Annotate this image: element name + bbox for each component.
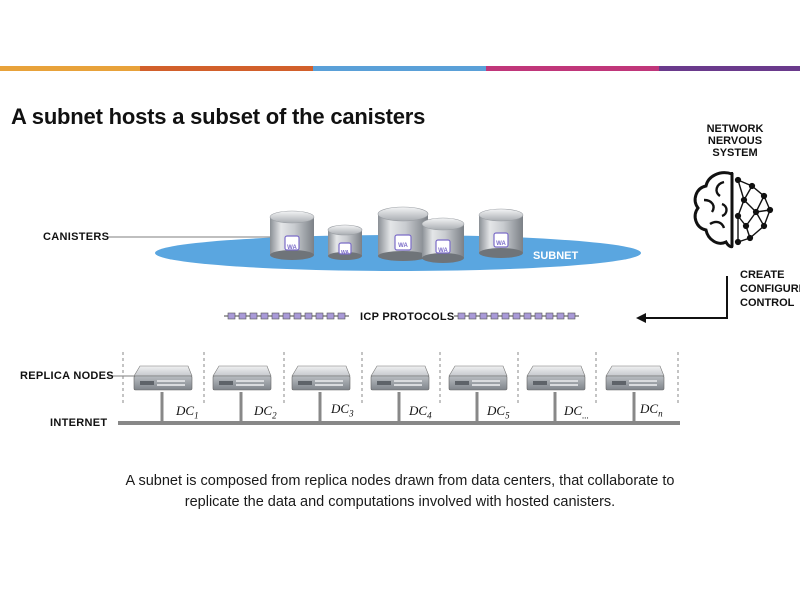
- protocol-box: [534, 312, 543, 320]
- protocol-box: [512, 312, 521, 320]
- dc-label: DCn: [640, 401, 663, 419]
- protocol-box: [523, 312, 532, 320]
- dc-sub: 2: [272, 410, 277, 421]
- nns-line: SYSTEM: [712, 147, 758, 159]
- server-icon: [370, 365, 430, 391]
- canister-badge: WA: [398, 243, 408, 249]
- dc-base: DC: [254, 403, 273, 418]
- canister-badge: WA: [496, 241, 506, 247]
- canister-badge: WA: [438, 248, 448, 254]
- canisters-label: CANISTERS: [43, 231, 110, 243]
- nns-actions: CREATE CONFIGURE CONTROL: [740, 268, 800, 310]
- dc-sub: 3: [349, 408, 354, 419]
- canister: [421, 217, 465, 263]
- protocol-box: [501, 312, 510, 320]
- dc-label: DC3: [331, 401, 354, 419]
- subnet-label: SUBNET: [533, 250, 579, 262]
- nns-action: CREATE: [740, 269, 785, 281]
- dc-base: DC: [331, 401, 350, 416]
- server-icon: [212, 365, 272, 391]
- node-stem: [239, 392, 243, 422]
- node-stem: [160, 392, 164, 422]
- replica-nodes: [133, 365, 665, 422]
- protocol-box: [545, 312, 554, 320]
- dc-label: DC...: [564, 403, 589, 421]
- protocol-box: [468, 312, 477, 320]
- internet-label: INTERNET: [50, 417, 108, 429]
- arrow-head: [636, 313, 646, 323]
- server-icon: [133, 365, 193, 391]
- dc-separators: [122, 352, 679, 406]
- icp-protocols-label: ICP PROTOCOLS: [360, 311, 455, 323]
- nns-action: CONFIGURE: [740, 283, 800, 295]
- dc-sub: 4: [427, 410, 432, 421]
- node-stem: [632, 392, 636, 422]
- protocol-box: [337, 312, 346, 320]
- network-nervous-system-label: NETWORK NERVOUS SYSTEM: [690, 123, 780, 159]
- protocol-box: [490, 312, 499, 320]
- protocol-box: [457, 312, 466, 320]
- node-stem: [553, 392, 557, 422]
- node-stem: [475, 392, 479, 422]
- caption: A subnet is composed from replica nodes …: [60, 471, 740, 513]
- canister: [327, 224, 363, 260]
- color-segment: [0, 66, 140, 71]
- server-icon: [448, 365, 508, 391]
- canister: [377, 206, 429, 261]
- canister: [269, 210, 315, 260]
- caption-line: A subnet is composed from replica nodes …: [125, 473, 675, 489]
- nns-line: NERVOUS: [707, 135, 763, 147]
- protocol-box: [238, 312, 247, 320]
- dc-sub: 5: [505, 410, 510, 421]
- server-icon: [605, 365, 665, 391]
- caption-line: replicate the data and computations invo…: [184, 494, 616, 510]
- protocol-box: [293, 312, 302, 320]
- canister-badge: WA: [287, 245, 297, 251]
- dc-label: DC4: [409, 403, 432, 421]
- protocol-box: [271, 312, 280, 320]
- node-stem: [397, 392, 401, 422]
- nns-action: CONTROL: [740, 297, 795, 309]
- color-segment: [486, 66, 659, 71]
- server-icon: [291, 365, 351, 391]
- internet-line: [118, 421, 680, 425]
- dc-sub: n: [658, 408, 663, 419]
- protocol-box: [326, 312, 335, 320]
- protocol-box: [304, 312, 313, 320]
- server-icon: [526, 365, 586, 391]
- protocol-box: [282, 312, 291, 320]
- dc-sub: 1: [194, 410, 199, 421]
- replica-nodes-label: REPLICA NODES: [20, 370, 114, 382]
- dc-label: DC5: [487, 403, 510, 421]
- color-segment: [140, 66, 313, 71]
- page-title: A subnet hosts a subset of the canisters: [11, 104, 426, 129]
- protocol-chain-left: [224, 312, 349, 320]
- canister-badge: WA: [341, 250, 349, 256]
- dc-label: DC1: [176, 403, 199, 421]
- control-arrow: [644, 276, 728, 319]
- dc-base: DC: [640, 401, 659, 416]
- color-segment: [659, 66, 800, 71]
- dc-base: DC: [564, 403, 583, 418]
- protocol-box: [556, 312, 565, 320]
- dc-base: DC: [409, 403, 428, 418]
- protocol-box: [567, 312, 576, 320]
- protocol-box: [227, 312, 236, 320]
- protocol-box: [479, 312, 488, 320]
- protocol-chain-right: [454, 312, 579, 320]
- node-stem: [318, 392, 322, 422]
- protocol-box: [249, 312, 258, 320]
- dc-sub: ...: [582, 410, 589, 421]
- top-color-bar: [0, 66, 800, 71]
- protocol-box: [315, 312, 324, 320]
- dc-base: DC: [176, 403, 195, 418]
- color-segment: [313, 66, 486, 71]
- protocol-box: [260, 312, 269, 320]
- brain-icon: [693, 171, 774, 249]
- nns-line: NETWORK: [706, 123, 764, 135]
- dc-label: DC2: [254, 403, 277, 421]
- dc-base: DC: [487, 403, 506, 418]
- canister: [478, 208, 524, 258]
